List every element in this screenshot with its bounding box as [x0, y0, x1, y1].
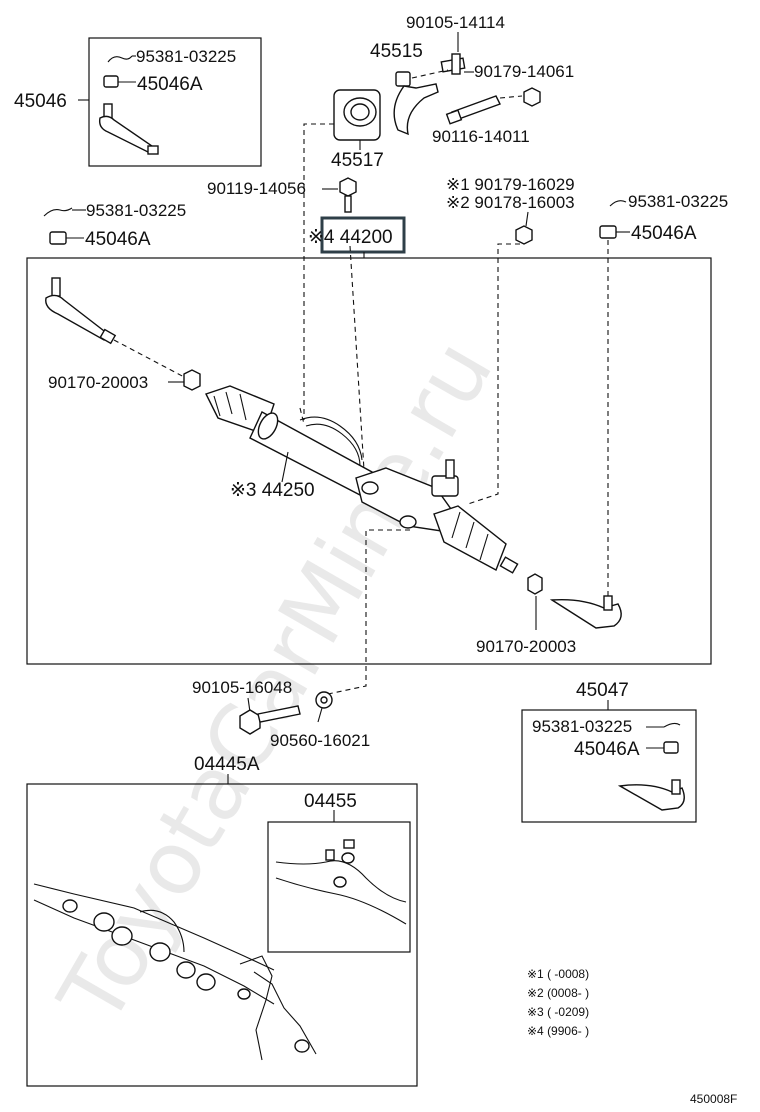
- note-3: ※3 ( -0209): [527, 1005, 589, 1019]
- nut-icon: [49, 231, 67, 245]
- label-90179-14061[interactable]: 90179-14061: [474, 62, 574, 81]
- tie-rod-end-icon: [98, 103, 159, 155]
- rack-rebuild-kit-sketch: [33, 883, 317, 1061]
- tie-rod-end-icon: [45, 277, 117, 345]
- cotter-pin-icon: [43, 207, 73, 217]
- label-95381-d[interactable]: 95381-03225: [532, 717, 632, 736]
- label-95381-a[interactable]: 95381-03225: [136, 47, 236, 66]
- label-90105-16048[interactable]: 90105-16048: [192, 678, 292, 697]
- nut-icon: [599, 225, 617, 239]
- label-90116-14011[interactable]: 90116-14011: [432, 127, 530, 146]
- figure-code: 450008F: [690, 1092, 737, 1106]
- nut-icon: [183, 369, 201, 391]
- label-04455[interactable]: 04455: [304, 791, 357, 812]
- box-04455: [267, 821, 411, 953]
- label-90170-left[interactable]: 90170-20003: [48, 373, 148, 392]
- nut-icon: [523, 87, 541, 107]
- box-44200-assembly: [26, 257, 712, 665]
- label-44250[interactable]: ※3 44250: [230, 480, 315, 501]
- label-90119-14056[interactable]: 90119-14056: [207, 179, 306, 198]
- cotter-pin-icon: [663, 722, 681, 728]
- box-04445A: [26, 783, 418, 1087]
- label-45517[interactable]: 45517: [331, 150, 384, 171]
- cotter-pin-icon: [107, 55, 133, 63]
- label-45515[interactable]: 45515: [370, 41, 423, 62]
- note-1: ※1 ( -0008): [527, 967, 589, 981]
- label-45047[interactable]: 45047: [576, 680, 629, 701]
- label-95381-b[interactable]: 95381-03225: [86, 201, 186, 220]
- steering-rack-icon: [205, 385, 519, 574]
- label-90179-16029[interactable]: ※1 90179-16029: [446, 175, 575, 194]
- label-45046A-b[interactable]: 45046A: [85, 229, 151, 250]
- label-45046A-c[interactable]: 45046A: [631, 223, 697, 244]
- nut-icon: [663, 741, 679, 754]
- note-4: ※4 (9906- ): [527, 1024, 589, 1038]
- box-45047: [521, 709, 697, 823]
- bolt-icon: [239, 705, 301, 735]
- label-90105-14114[interactable]: 90105-14114: [406, 13, 505, 32]
- note-2: ※2 (0008- ): [527, 986, 589, 1000]
- label-95381-c[interactable]: 95381-03225: [628, 192, 728, 211]
- label-90170-right[interactable]: 90170-20003: [476, 637, 576, 656]
- bolt-icon: [440, 53, 466, 75]
- highlight-box-44200: [320, 216, 406, 254]
- tie-rod-end-icon: [617, 779, 685, 811]
- nut-icon: [103, 75, 119, 88]
- rack-bracket-icon: [393, 71, 439, 136]
- tie-rod-end-icon: [549, 595, 622, 629]
- nut-icon: [515, 225, 533, 245]
- cotter-pin-icon: [609, 200, 627, 207]
- rack-bushing-icon: [333, 89, 381, 141]
- gasket-kit-sketch: [275, 839, 407, 925]
- nut-icon: [527, 573, 543, 595]
- box-45046: [88, 37, 262, 167]
- label-45046A-a[interactable]: 45046A: [137, 74, 203, 95]
- bolt-icon: [445, 95, 501, 125]
- label-90178-16003[interactable]: ※2 90178-16003: [446, 193, 575, 212]
- label-45046[interactable]: 45046: [14, 91, 67, 112]
- label-45046A-d[interactable]: 45046A: [574, 739, 640, 760]
- label-90560-16021[interactable]: 90560-16021: [270, 731, 370, 750]
- label-04445A[interactable]: 04445A: [194, 754, 260, 775]
- label-44200[interactable]: ※4 44200: [308, 227, 393, 248]
- bolt-icon: [339, 177, 357, 213]
